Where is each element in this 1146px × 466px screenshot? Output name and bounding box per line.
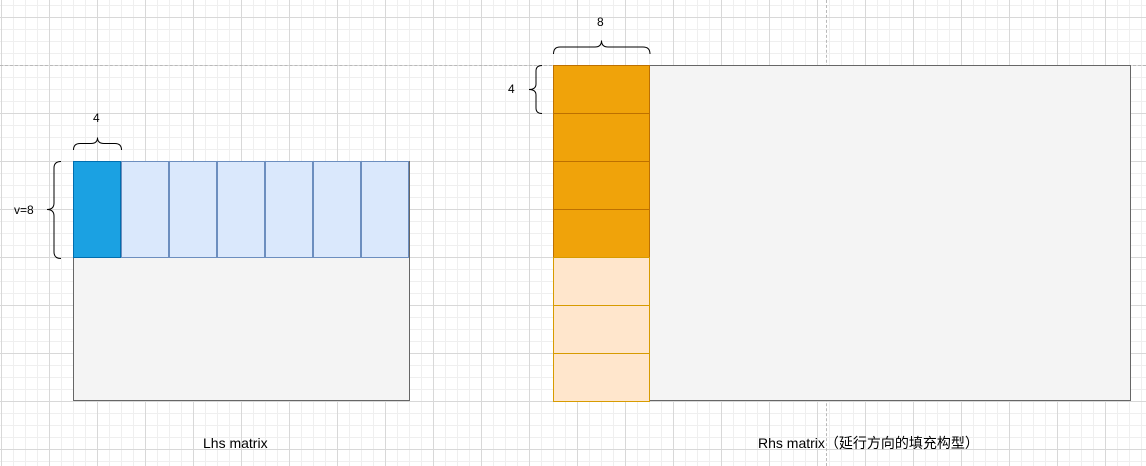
- rhs-cell-7: [553, 353, 650, 402]
- lhs-cell-5: [265, 161, 313, 258]
- lhs-col-brace: [73, 137, 122, 151]
- lhs-cell-6: [313, 161, 361, 258]
- lhs-cell-7: [361, 161, 409, 258]
- rhs-cell-4: [553, 209, 650, 258]
- lhs-cell-3: [169, 161, 217, 258]
- lhs-cell-1: [73, 161, 121, 258]
- rhs-cell-3: [553, 161, 650, 210]
- rhs-row-label: 4: [508, 82, 515, 96]
- rhs-col-brace: [553, 40, 651, 55]
- lhs-cell-4: [217, 161, 265, 258]
- rhs-cell-2: [553, 113, 650, 162]
- rhs-cell-5: [553, 257, 650, 306]
- rhs-row-brace: [528, 65, 543, 114]
- lhs-caption: Lhs matrix: [203, 435, 268, 451]
- lhs-row-label: v=8: [14, 203, 34, 217]
- lhs-cell-2: [121, 161, 169, 258]
- rhs-cell-1: [553, 65, 650, 114]
- rhs-caption: Rhs matrix（延行方向的填充构型）: [758, 435, 979, 451]
- lhs-row-brace: [46, 161, 62, 259]
- rhs-cell-6: [553, 305, 650, 354]
- rhs-col-label: 8: [597, 15, 604, 29]
- lhs-col-label: 4: [93, 111, 100, 125]
